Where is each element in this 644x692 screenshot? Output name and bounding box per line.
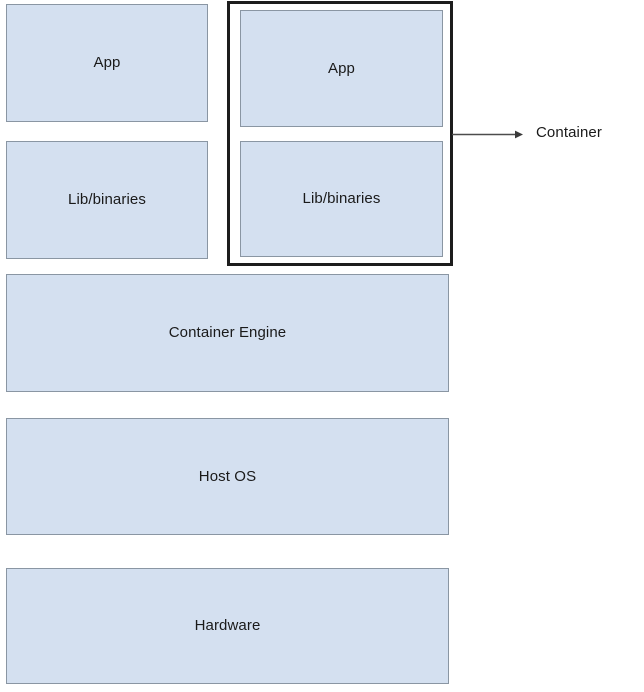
container-group[interactable]: App Lib/binaries [227,1,453,266]
container-callout-arrow [452,126,532,144]
box-label: App [93,54,121,71]
container-callout-label: Container [536,124,602,141]
box-hardware[interactable]: Hardware [6,568,449,684]
box-lib-binaries-containerized[interactable]: Lib/binaries [240,141,443,257]
box-label: App [328,59,355,77]
box-lib-binaries-standalone[interactable]: Lib/binaries [6,141,208,259]
box-container-engine[interactable]: Container Engine [6,274,449,392]
box-label: Lib/binaries [68,191,146,208]
box-label: Hardware [194,617,261,634]
box-label: Lib/binaries [302,190,381,207]
box-app-standalone[interactable]: App [6,4,208,122]
box-app-containerized[interactable]: App [240,10,443,127]
box-label: Container Engine [168,324,287,341]
box-host-os[interactable]: Host OS [6,418,449,535]
box-label: Host OS [198,467,257,485]
arrow-right-icon [452,130,523,139]
